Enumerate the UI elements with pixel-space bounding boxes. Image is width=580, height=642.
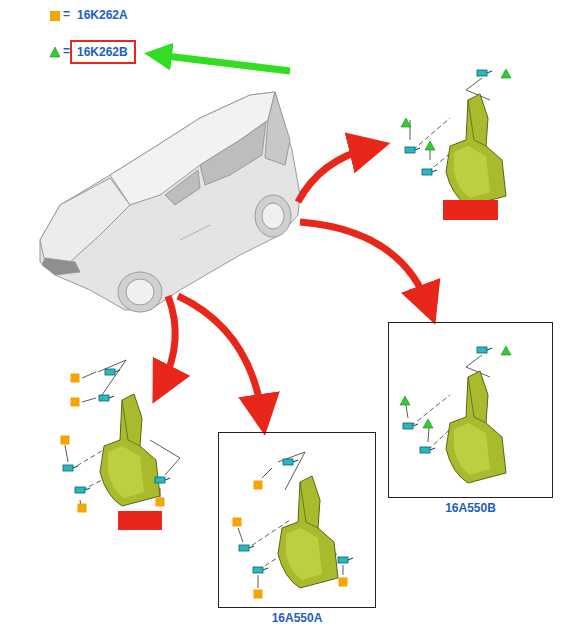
legend-swatch xyxy=(50,11,60,21)
frame-border xyxy=(388,322,553,498)
assembly-frame: 16A550A xyxy=(218,432,376,625)
legend-equals: = xyxy=(63,44,70,58)
frame-border xyxy=(218,432,376,608)
legend-text: 16K262A xyxy=(77,8,128,22)
legend-symbol xyxy=(49,46,61,58)
part-number: 16A550A xyxy=(218,611,376,625)
part-number: 16A550B xyxy=(388,501,553,515)
legend-equals: = xyxy=(63,7,70,21)
legend-text: 16K262B xyxy=(77,45,128,59)
assembly-frame: 16A550B xyxy=(388,322,553,515)
